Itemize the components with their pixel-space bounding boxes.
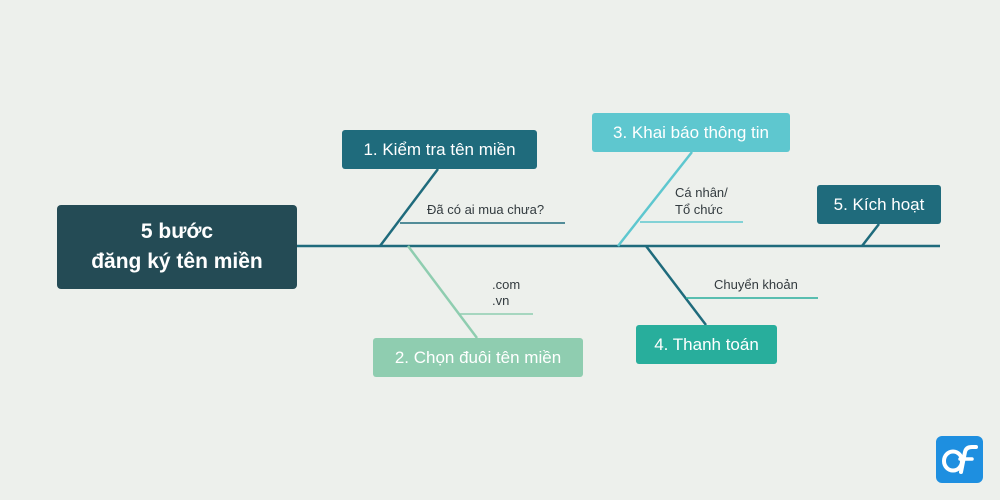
root-title-line-1: 5 bước [140,220,214,243]
step-2-note-1: .com [492,277,521,292]
branch-5-line [861,223,880,247]
step-2-node: 2. Chọn đuôi tên miền [373,338,583,377]
step-4-note: Chuyển khoản [714,277,798,292]
branch-2-line [407,245,478,339]
step-1-note: Đã có ai mua chưa? [427,202,545,217]
step-5-node: 5. Kích hoạt [817,185,941,224]
branch-1-line [379,168,439,247]
branch-3-line [617,151,693,247]
step-4-node: 4. Thanh toán [636,325,777,364]
step-2-note-2: .vn [492,293,510,308]
step-3-note-2: Tổ chức [675,202,723,217]
step-1-node: 1. Kiểm tra tên miền [342,130,537,169]
step-3-note-1: Cá nhân/ [675,185,728,200]
of-logo-icon [936,436,983,483]
root-node: 5 bước đăng ký tên miền [57,205,297,289]
step-3-node: 3. Khai báo thông tin [592,113,790,152]
branch-4-line [645,245,707,326]
root-title-line-2: đăng ký tên miền [91,250,263,273]
